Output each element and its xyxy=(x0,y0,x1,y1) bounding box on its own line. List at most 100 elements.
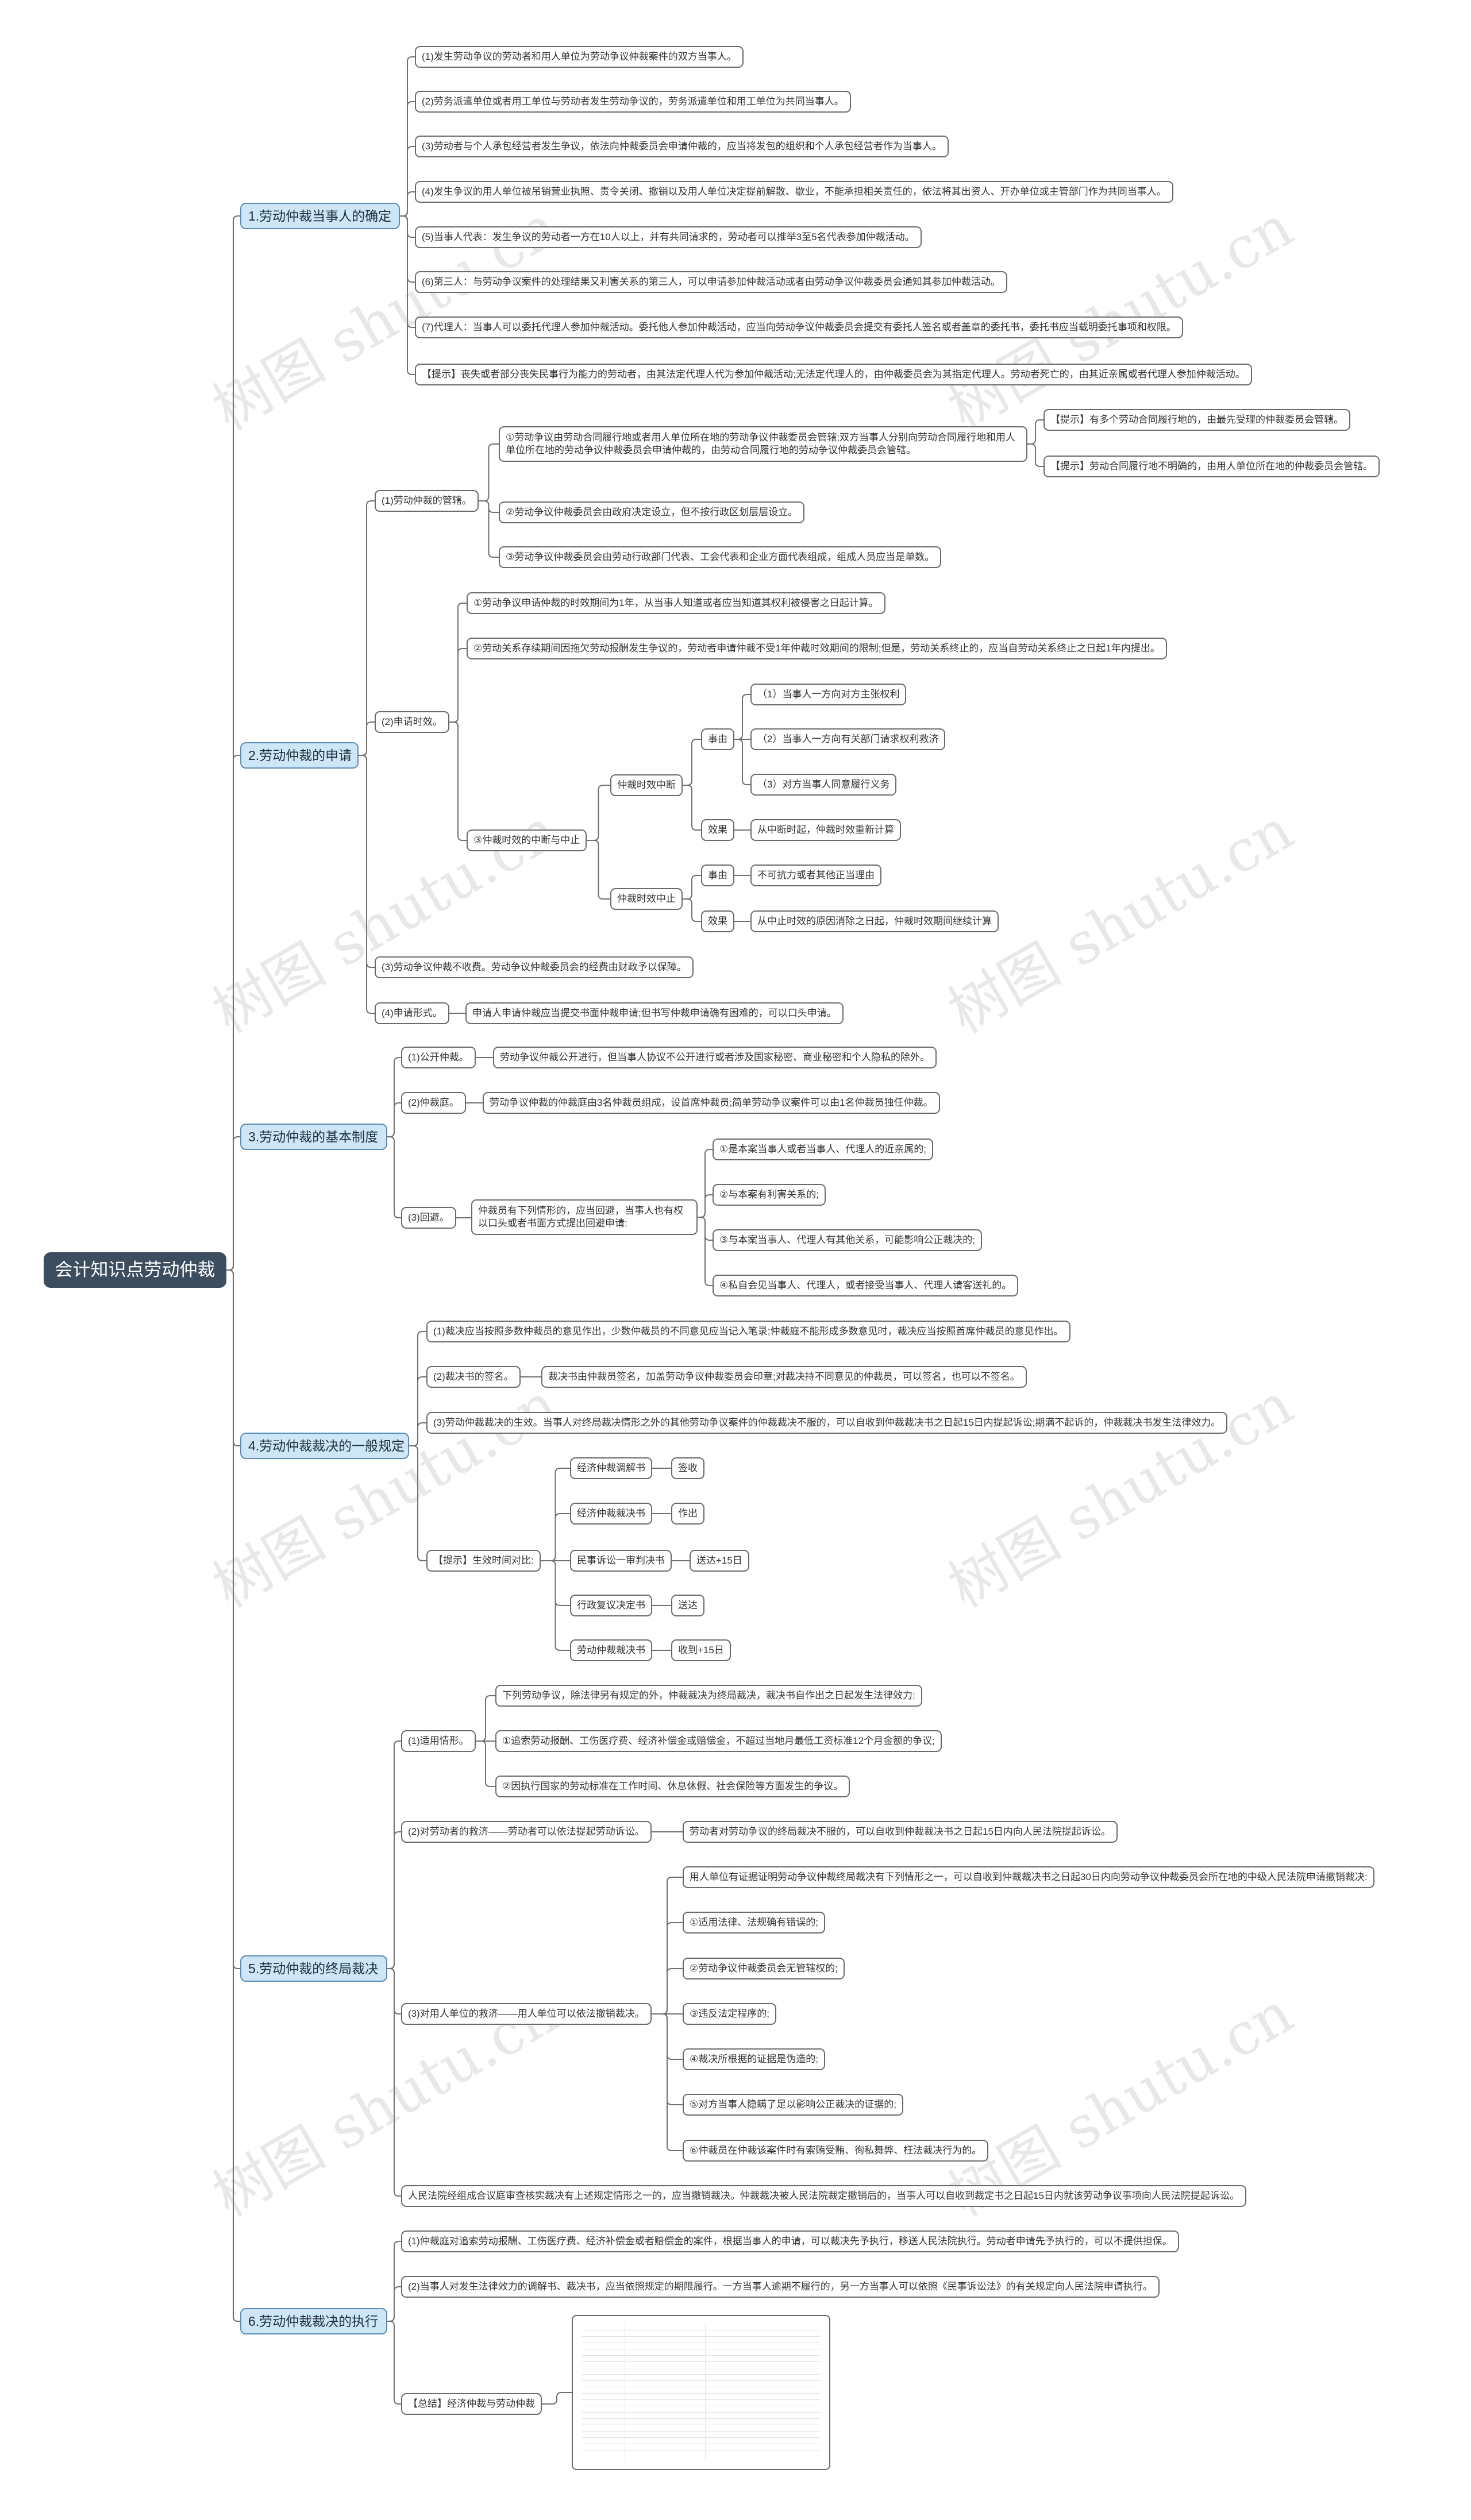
jurisdiction-label[interactable]: (1)劳动仲裁的管辖。 xyxy=(375,490,479,512)
watermark: 树图 shutu.cn xyxy=(937,1370,1304,1621)
branch-basic-system[interactable]: 3.劳动仲裁的基本制度 xyxy=(240,1124,387,1150)
doc-type[interactable]: 经济仲裁裁决书 xyxy=(570,1503,652,1525)
effect-item[interactable]: 从中止时效的原因消除之日起，仲裁时效期间继续计算 xyxy=(750,910,999,932)
connector-line xyxy=(587,785,610,841)
time-limit-label[interactable]: (2)申请时效。 xyxy=(375,711,449,733)
form-item[interactable]: 申请人申请仲裁应当提交书面仲裁申请;但书写仲裁申请确有困难的，可以口头申请。 xyxy=(465,1002,844,1024)
worker-remedy-item[interactable]: 劳动者对劳动争议的终局裁决不服的，可以自收到仲裁裁决书之日起15日内向人民法院提… xyxy=(683,1821,1118,1843)
employer-remedy-item[interactable]: ⑤对方当事人隐瞒了足以影响公正裁决的证据的; xyxy=(683,2094,903,2116)
employer-remedy-item[interactable]: ③违反法定程序的; xyxy=(683,2003,776,2025)
effect-label[interactable]: 效果 xyxy=(701,910,734,932)
scope-item[interactable]: ②因执行国家的劳动标准在工作时间、休息休假、社会保险等方面发生的争议。 xyxy=(495,1776,850,1797)
connector-line xyxy=(387,1102,401,1137)
tip-item[interactable]: 【提示】劳动合同履行地不明确的，由用人单位所在地的仲裁委员会管辖。 xyxy=(1043,456,1380,477)
cause-label[interactable]: 事由 xyxy=(701,865,734,886)
doc-type[interactable]: 民事诉讼一审判决书 xyxy=(570,1550,672,1572)
form-label[interactable]: (4)申请形式。 xyxy=(375,1002,449,1024)
doc-type[interactable]: 行政复议决定书 xyxy=(570,1595,652,1616)
recusal-item[interactable]: ②与本案有利害关系的; xyxy=(713,1184,826,1206)
fee-item[interactable]: (3)劳动争议仲裁不收费。劳动争议仲裁委员会的经费由财政予以保障。 xyxy=(375,956,694,978)
doc-effective-time[interactable]: 送达+15日 xyxy=(690,1550,749,1572)
recusal-label[interactable]: (3)回避。 xyxy=(401,1207,456,1229)
connector-line xyxy=(400,215,415,283)
recusal-item[interactable]: ③与本案当事人、代理人有其他关系，可能影响公正裁决的; xyxy=(713,1229,982,1251)
doc-effective-time[interactable]: 签收 xyxy=(671,1457,704,1479)
watermark: 树图 shutu.cn xyxy=(202,1370,569,1621)
doc-type[interactable]: 劳动仲裁裁决书 xyxy=(570,1639,652,1661)
summary-label[interactable]: 【总结】经济仲裁与劳动仲裁 xyxy=(401,2393,542,2415)
connector-line xyxy=(652,1877,683,2015)
connector-line xyxy=(400,146,415,217)
employer-remedy-label[interactable]: (3)对用人单位的救济——用人单位可以依法撤销裁决。 xyxy=(401,2003,652,2025)
connector-line xyxy=(400,215,415,328)
topic-item[interactable]: (1)发生劳动争议的劳动者和用人单位为劳动争议仲裁案件的双方当事人。 xyxy=(415,46,744,68)
scope-label[interactable]: (1)适用情形。 xyxy=(401,1730,476,1752)
topic-item[interactable]: (5)当事人代表：发生争议的劳动者一方在10人以上，并有共同请求的，劳动者可以推… xyxy=(415,226,922,248)
worker-remedy-label[interactable]: (2)对劳动者的救济——劳动者可以依法提起劳动诉讼。 xyxy=(401,1821,652,1843)
doc-type[interactable]: 经济仲裁调解书 xyxy=(570,1457,652,1479)
majority-item[interactable]: (1)裁决应当按照多数仲裁员的意见作出，少数仲裁员的不同意见应当记入笔录;仲裁庭… xyxy=(426,1321,1070,1342)
tip-item[interactable]: 【提示】有多个劳动合同履行地的，由最先受理的仲裁委员会管辖。 xyxy=(1043,409,1350,431)
jurisdiction-item-3[interactable]: ③劳动争议仲裁委员会由劳动行政部门代表、工会代表和企业方面代表组成，组成人员应当… xyxy=(499,546,942,568)
interruption-label[interactable]: 仲裁时效中断 xyxy=(610,774,683,796)
branch-application[interactable]: 2.劳动仲裁的申请 xyxy=(240,742,359,769)
connector-line xyxy=(387,1057,401,1137)
topic-item[interactable]: (2)劳务派遣单位或者用工单位与劳动者发生劳动争议的，劳务派遣单位和用工单位为共… xyxy=(415,91,851,113)
branch-final-ruling[interactable]: 5.劳动仲裁的终局裁决 xyxy=(240,1955,387,1982)
scope-item[interactable]: 下列劳动争议，除法律另有规定的外，仲裁裁决为终局裁决，裁决书自作出之日起发生法律… xyxy=(495,1685,922,1707)
tribunal-label[interactable]: (2)仲裁庭。 xyxy=(401,1092,466,1114)
employer-remedy-item[interactable]: ②劳动争议仲裁委员会无管辖权的; xyxy=(683,1958,845,1979)
doc-effective-time[interactable]: 收到+15日 xyxy=(671,1639,731,1661)
connector-line xyxy=(359,500,375,756)
connector-line xyxy=(400,56,415,217)
effective-time-label[interactable]: 【提示】生效时间对比: xyxy=(426,1550,541,1572)
branch-enforcement[interactable]: 6.劳动仲裁裁决的执行 xyxy=(240,2308,387,2334)
connector-line xyxy=(652,2013,683,2105)
signing-item[interactable]: 裁决书由仲裁员签名，加盖劳动争议仲裁委员会印章;对裁决持不同意见的仲裁员，可以签… xyxy=(541,1366,1027,1388)
topic-item[interactable]: (6)第三人：与劳动争议案件的处理结果又利害关系的第三人，可以申请参加仲裁活动或… xyxy=(415,271,1007,293)
doc-effective-time[interactable]: 作出 xyxy=(671,1503,704,1525)
recusal-item[interactable]: ④私自会见当事人、代理人，或者接受当事人、代理人请客送礼的。 xyxy=(713,1275,1019,1296)
scope-item[interactable]: ①追索劳动报酬、工伤医疗费、经济补偿金或赔偿金，不超过当地月最低工资标准12个月… xyxy=(495,1730,942,1752)
suspension-label[interactable]: 仲裁时效中止 xyxy=(610,888,683,910)
employer-remedy-item[interactable]: ①适用法律、法规确有错误的; xyxy=(683,1912,825,1934)
tip-item[interactable]: 【提示】丧失或者部分丧失民事行为能力的劳动者，由其法定代理人代为参加仲裁活动;无… xyxy=(415,364,1252,385)
tribunal-item[interactable]: 劳动争议仲裁的仲裁庭由3名仲裁员组成，设首席仲裁员;简单劳动争议案件可以由1名仲… xyxy=(483,1092,940,1114)
enforcement-item[interactable]: (2)当事人对发生法律效力的调解书、裁决书，应当依照规定的期限履行。一方当事人逾… xyxy=(401,2276,1160,2298)
topic-item[interactable]: (3)劳动者与个人承包经营者发生争议，依法向仲裁委员会申请仲裁的，应当将发包的组… xyxy=(415,136,949,157)
recusal-item[interactable]: ①是本案当事人或者当事人、代理人的近亲属的; xyxy=(713,1139,933,1160)
effect-label[interactable]: 效果 xyxy=(701,819,734,841)
root-topic[interactable]: 会计知识点劳动仲裁 xyxy=(44,1252,226,1288)
branch-general-rules[interactable]: 4.劳动仲裁裁决的一般规定 xyxy=(240,1433,409,1459)
topic-item[interactable]: (7)代理人：当事人可以委托代理人参加仲裁活动。委托他人参加仲裁活动，应当向劳动… xyxy=(415,317,1183,338)
cause-item[interactable]: （2）当事人一方向有关部门请求权利救济 xyxy=(750,728,946,750)
connector-line xyxy=(387,1136,401,1218)
cause-item[interactable]: （1）当事人一方向对方主张权利 xyxy=(750,684,907,705)
cause-label[interactable]: 事由 xyxy=(701,728,734,750)
connector-line xyxy=(409,1445,426,1561)
time-limit-item-2[interactable]: ②劳动关系存续期间因拖欠劳动报酬发生争议的，劳动者申请仲裁不受1年仲裁时效期间的… xyxy=(467,638,1167,659)
employer-remedy-item[interactable]: ⑥仲裁员在仲裁该案件时有索贿受贿、徇私舞弊、枉法裁决行为的。 xyxy=(683,2140,989,2162)
branch-party-determination[interactable]: 1.劳动仲裁当事人的确定 xyxy=(240,203,400,229)
public-item[interactable]: 劳动争议仲裁公开进行，但当事人协议不公开进行或者涉及国家秘密、商业秘密和个人隐私… xyxy=(493,1047,937,1068)
topic-item[interactable]: (4)发生争议的用人单位被吊销营业执照、责令关闭、撤销以及用人单位决定提前解散、… xyxy=(415,181,1173,203)
connector-line xyxy=(409,1376,426,1446)
cause-item[interactable]: （3）对方当事人同意履行义务 xyxy=(750,774,897,796)
recusal-text[interactable]: 仲裁员有下列情形的，应当回避，当事人也有权以口头或者书面方式提出回避申请: xyxy=(471,1199,698,1235)
employer-remedy-item[interactable]: 用人单位有证据证明劳动争议仲裁终局裁决有下列情形之一，可以自收到仲裁裁决书之日起… xyxy=(683,1866,1374,1888)
court-review-note[interactable]: 人民法院经组成合议庭审查核实裁决有上述规定情形之一的，应当撤销裁决。仲裁裁决被人… xyxy=(401,2185,1246,2207)
enforcement-item[interactable]: (1)仲裁庭对追索劳动报酬、工伤医疗费、经济补偿金或者赔偿金的案件，根据当事人的… xyxy=(401,2230,1179,2252)
jurisdiction-item-1[interactable]: ①劳动争议由劳动合同履行地或者用人单位所在地的劳动争议仲裁委员会管辖;双方当事人… xyxy=(499,426,1027,462)
doc-effective-time[interactable]: 送达 xyxy=(671,1595,704,1616)
employer-remedy-item[interactable]: ④裁决所根据的证据是伪造的; xyxy=(683,2048,825,2070)
time-limit-item-1[interactable]: ①劳动争议申请仲裁的时效期间为1年，从当事人知道或者应当知道其权利被侵害之日起计… xyxy=(467,592,885,614)
jurisdiction-item-2[interactable]: ②劳动争议仲裁委员会由政府决定设立，但不按行政区划层层设立。 xyxy=(499,501,805,523)
cause-item[interactable]: 不可抗力或者其他正当理由 xyxy=(750,865,881,886)
connector-line xyxy=(698,1217,713,1241)
time-limit-item-3[interactable]: ③仲裁时效的中断与中止 xyxy=(467,829,587,851)
connector-line xyxy=(387,1831,401,1969)
effect-item[interactable]: 从中断时起，仲裁时效重新计算 xyxy=(750,819,901,841)
public-label[interactable]: (1)公开仲裁。 xyxy=(401,1047,476,1068)
signing-label[interactable]: (2)裁决书的签名。 xyxy=(426,1366,521,1388)
effect-item[interactable]: (3)劳动仲裁裁决的生效。当事人对终局裁决情形之外的其他劳动争议案件的仲裁裁决不… xyxy=(426,1412,1228,1434)
